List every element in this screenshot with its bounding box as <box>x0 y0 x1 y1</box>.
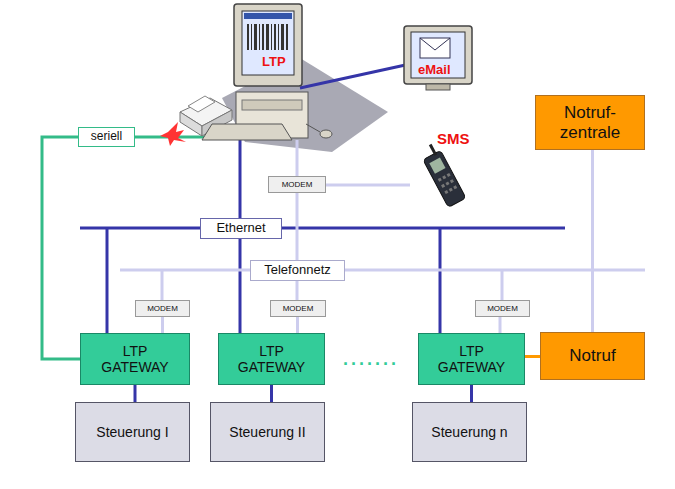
node-text: MODEM <box>487 304 518 313</box>
sms-label: SMS <box>437 131 470 146</box>
email-monitor-icon <box>404 26 472 90</box>
mobile-phone-icon <box>418 142 466 208</box>
connector-line <box>161 317 164 333</box>
ethernet-bus <box>80 227 565 230</box>
node-text: MODEM <box>147 304 178 313</box>
node-text: Telefonnetz <box>264 263 331 278</box>
controller-box: Steuerung n <box>412 402 527 462</box>
node-text: Steuerung II <box>229 424 305 440</box>
node-text: seriell <box>91 130 122 144</box>
phone-line <box>296 140 299 176</box>
email-label: eMail <box>418 63 451 76</box>
ellipsis-dots: ....... <box>343 350 399 368</box>
phone-line <box>296 193 299 300</box>
modem-box: MODEM <box>270 300 326 317</box>
phone-line <box>501 270 504 300</box>
modem-box: MODEM <box>475 300 530 317</box>
gateway-box: LTP GATEWAY <box>80 333 190 385</box>
node-text: Notruf- zentrale <box>560 103 620 142</box>
connector-line <box>296 317 299 333</box>
controller-box: Steuerung I <box>75 402 190 462</box>
phone-line <box>326 184 410 187</box>
screen-label: LTP <box>262 55 286 68</box>
controller-box: Steuerung II <box>210 402 325 462</box>
node-text: LTP GATEWAY <box>438 343 505 375</box>
emergency-box: Notruf <box>540 332 645 380</box>
modem-box: MODEM <box>268 176 326 193</box>
phone-network-bus <box>120 269 645 272</box>
connector-line <box>470 385 473 402</box>
node-text: Notruf <box>569 346 615 366</box>
connector-line <box>499 317 502 333</box>
gateway-box: LTP GATEWAY <box>218 333 325 385</box>
node-text: Ethernet <box>216 221 265 236</box>
node-text: Steuerung n <box>431 424 507 440</box>
ethernet-drop <box>439 228 442 333</box>
modem-box: MODEM <box>135 300 190 317</box>
node-text: MODEM <box>282 180 313 189</box>
connector-line <box>134 385 137 402</box>
phone-network-label-box: Telefonnetz <box>250 260 345 281</box>
ethernet-label-box: Ethernet <box>200 218 282 239</box>
ethernet-drop <box>106 228 109 333</box>
connector-line <box>525 355 540 358</box>
gateway-box: LTP GATEWAY <box>418 333 525 385</box>
node-text: MODEM <box>283 304 314 313</box>
connector-line <box>42 137 80 359</box>
email-line <box>300 64 410 88</box>
node-text: LTP GATEWAY <box>238 343 305 375</box>
connector-line <box>591 150 594 332</box>
serial-label-box: seriell <box>78 127 135 147</box>
emergency-center-box: Notruf- zentrale <box>535 95 645 150</box>
workstation-icon <box>202 4 332 140</box>
connector-line <box>270 385 273 402</box>
node-text: LTP GATEWAY <box>101 343 168 375</box>
node-text: Steuerung I <box>96 424 168 440</box>
phone-line <box>161 270 164 300</box>
